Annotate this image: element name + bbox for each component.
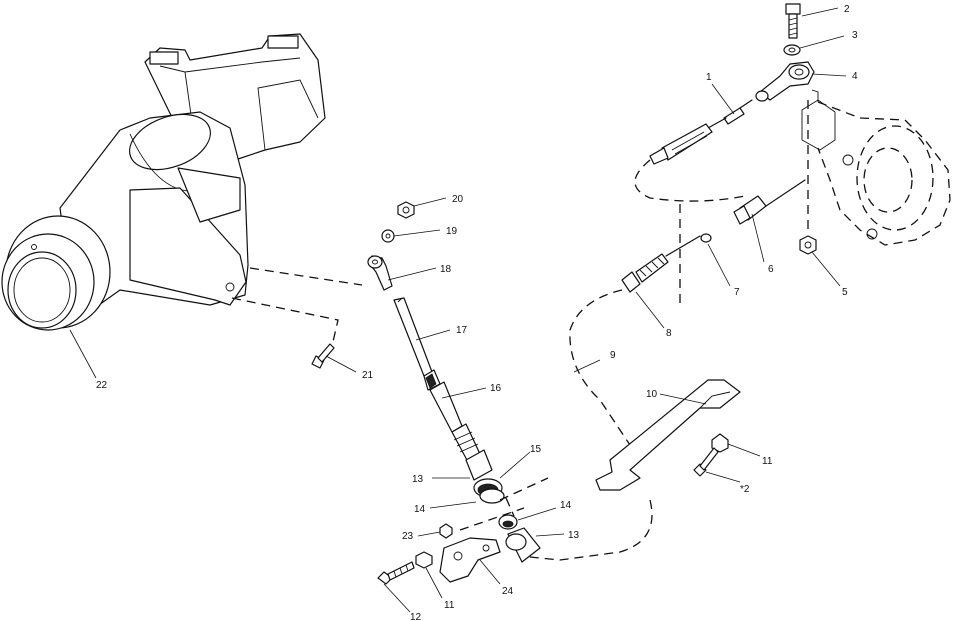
callout-11a: 11 [762, 456, 773, 467]
boot-16 [423, 369, 481, 463]
bolt-21 [311, 343, 335, 369]
callout-20: 20 [452, 194, 464, 205]
callout-2: 2 [844, 4, 850, 15]
callout-8: 8 [666, 328, 672, 339]
bolt-12-lower [377, 561, 415, 585]
cable-bracket-10 [595, 379, 741, 491]
callout-15: 15 [530, 444, 542, 455]
nut-5 [799, 235, 817, 255]
washer-19 [381, 229, 395, 243]
fitting-13-14-15 [465, 449, 505, 504]
callout-13a: 13 [412, 474, 424, 485]
fitting-axis [499, 477, 549, 501]
callout-23: 23 [402, 531, 414, 542]
callout-11b: 11 [444, 600, 455, 611]
callout-14b: 14 [560, 500, 572, 511]
clip-7 [700, 233, 712, 243]
rod-axis-upper [249, 267, 363, 286]
callout-18: 18 [440, 264, 452, 275]
nut-23 [439, 523, 453, 539]
screw-axis-23 [459, 507, 525, 531]
callout-14a: 14 [414, 504, 426, 515]
bolt-2 [785, 3, 801, 39]
transmission-housing [1, 33, 326, 331]
callout-12b: 12 [410, 612, 422, 621]
nut-11-upper [711, 433, 729, 453]
shift-arm-bracket [801, 89, 951, 246]
callout-16: 16 [490, 383, 502, 394]
callout-1: 1 [706, 72, 712, 83]
lower-grommet-13-14 [498, 514, 541, 563]
callout-6: 6 [768, 264, 774, 275]
cable-end-8 [621, 235, 701, 293]
callout-5: 5 [842, 287, 848, 298]
callout-4: 4 [852, 71, 858, 82]
callout-19: 19 [446, 226, 458, 237]
leader-lines [69, 7, 847, 613]
rod-end-18 [367, 255, 393, 291]
cable-run-lower [519, 499, 653, 561]
callout-3: 3 [852, 30, 858, 41]
nut-11-lower [415, 551, 433, 569]
cable-fitting-6 [733, 179, 806, 225]
clip-24 [439, 537, 501, 583]
callout-9: 9 [610, 350, 616, 361]
callout-10: 10 [646, 389, 658, 400]
fitting-axis-2 [505, 497, 515, 517]
shift-cable-upper [649, 99, 753, 165]
nut-20 [397, 201, 415, 219]
callout-labels: 2 3 4 1 6 7 5 8 9 10 11 *2 20 19 18 17 1… [96, 4, 858, 621]
bolt-12-upper [693, 447, 719, 477]
cable-loop-upper [634, 159, 746, 202]
callout-22: 22 [96, 380, 108, 391]
callout-13b: 13 [568, 530, 580, 541]
bolt-axis-21 [231, 297, 339, 347]
callout-12a: *2 [740, 484, 750, 495]
rod-end-4 [755, 61, 815, 102]
callout-7: 7 [734, 287, 740, 298]
washer-3 [783, 44, 801, 56]
shift-cable-9 [569, 289, 641, 461]
callout-21: 21 [362, 370, 374, 381]
callout-17: 17 [456, 325, 468, 336]
callout-24: 24 [502, 586, 514, 597]
